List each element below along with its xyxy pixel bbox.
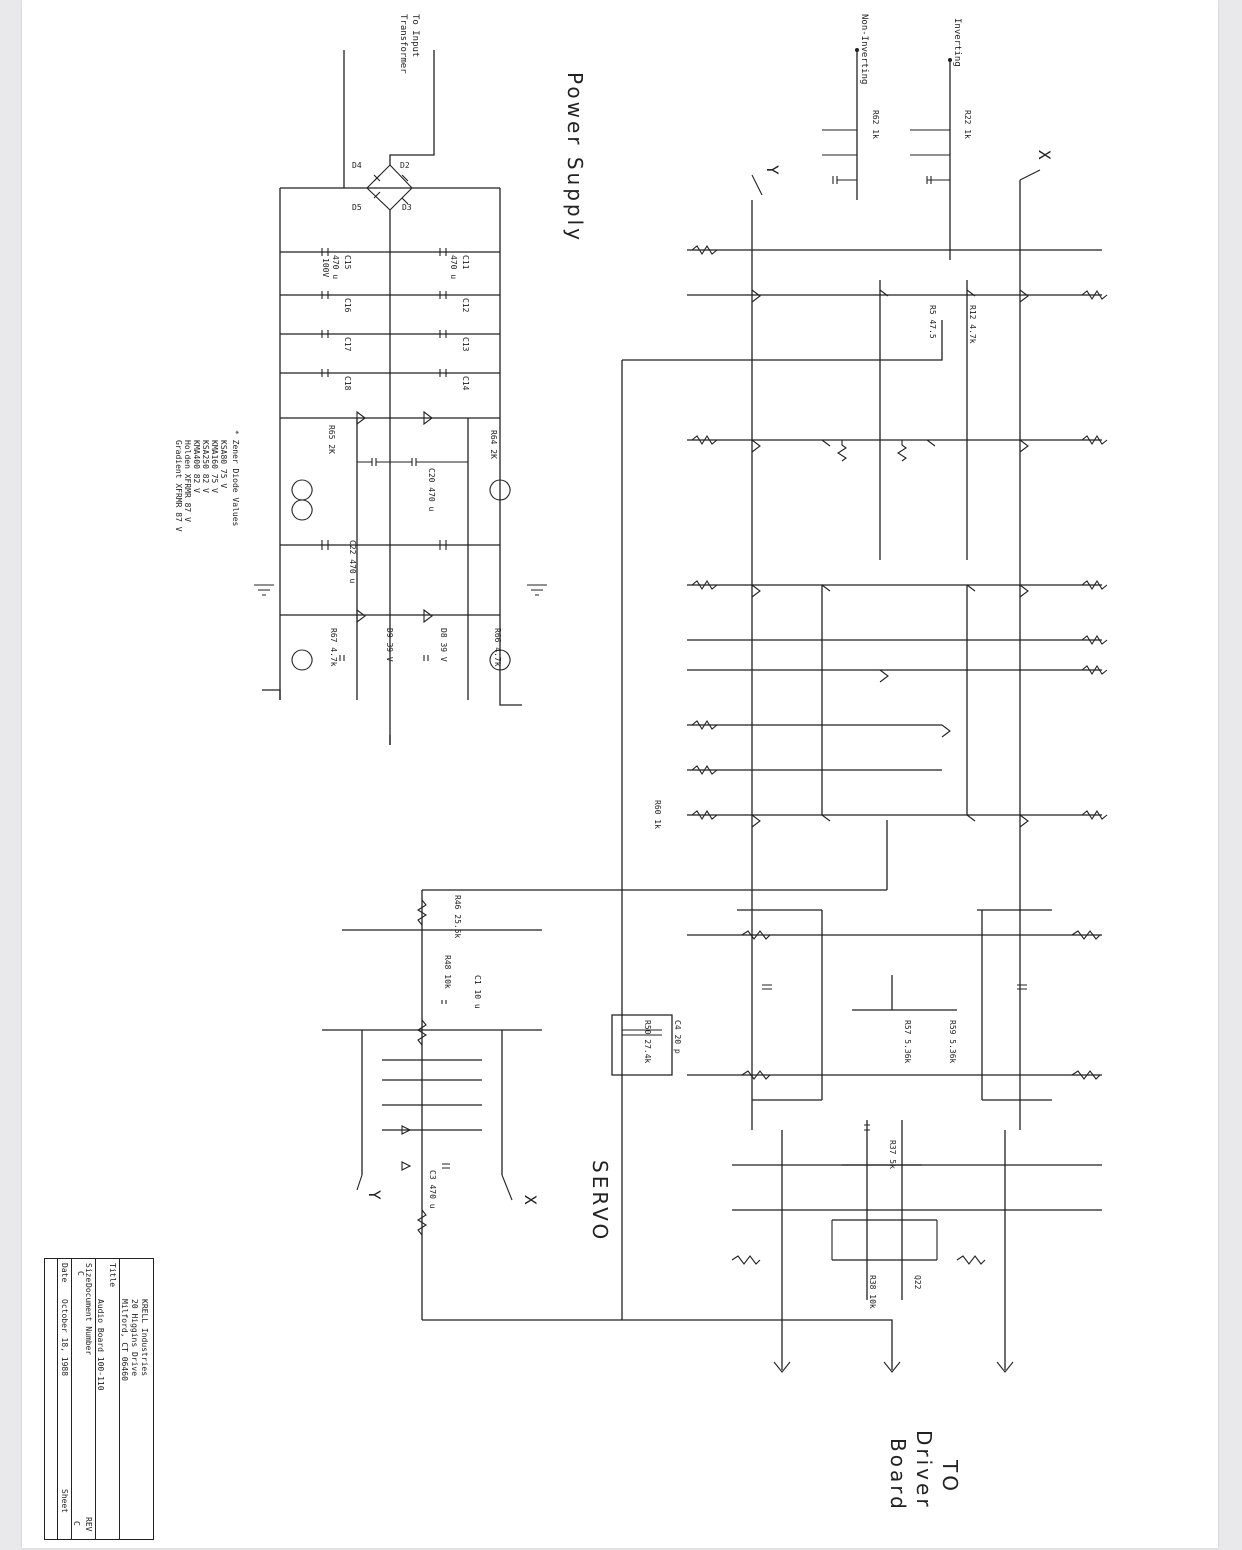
- company-name: KRELL Industries: [140, 1299, 149, 1377]
- driver-section: [422, 909, 1102, 1373]
- date-value: October 18, 1988: [60, 1299, 69, 1377]
- input-label-r62: R62 1k: [871, 110, 880, 139]
- bridge-rectifier: D2 D3 D4 D5: [352, 161, 413, 212]
- document-number-label: Document Number: [84, 1283, 93, 1356]
- zener-row: KMA160 75 V: [210, 440, 219, 493]
- servo-label-r48: R48 10k: [443, 955, 452, 989]
- drive-label-c2: R37 5k: [888, 1140, 897, 1169]
- servo-node-y-label: Y: [365, 1190, 384, 1200]
- cap-label-c11: C11: [461, 255, 470, 270]
- cap-voltage: 100V: [321, 258, 330, 278]
- zener-row: KMA400 82 V: [192, 440, 201, 493]
- power-supply-label: Power Supply: [563, 72, 587, 243]
- input-label-r4: R12 4.7k: [968, 305, 977, 344]
- transformer-input-label: To Input: [410, 14, 420, 58]
- board-label: Board: [886, 1438, 910, 1512]
- servo-node-x-label: X: [521, 1195, 540, 1205]
- bridge-label-d4: D4: [352, 161, 362, 170]
- amplifier-section: [422, 48, 1108, 1320]
- label-r60: R60 1k: [653, 800, 662, 829]
- cap-label-c15: C15: [343, 255, 352, 270]
- reg-label-c22: C22 470 u: [348, 540, 357, 584]
- title-block: KRELL Industries 20 Higgins Drive Milfor…: [44, 1258, 154, 1540]
- rev-label: REV: [84, 1517, 93, 1532]
- reg-label-r66: R66 4.7k: [493, 628, 502, 667]
- bridge-label-d5: D5: [352, 203, 362, 212]
- non-inverting-input-label: Non-Inverting: [859, 14, 869, 85]
- cap-label-c16: C16: [343, 298, 352, 313]
- servo-label: SERVO: [588, 1160, 612, 1243]
- resistor-network: [691, 244, 1108, 821]
- bridge-label-d3: D3: [402, 203, 412, 212]
- title-label: Title: [108, 1263, 117, 1288]
- inverting-input-label: Inverting: [952, 18, 962, 67]
- drive-label-r57: R57 5.36k: [903, 1020, 912, 1064]
- size-value: C: [76, 1271, 85, 1276]
- input-label-r5: R5 47.5: [928, 305, 937, 339]
- regulator-section: [254, 410, 547, 745]
- power-supply-section: D2 D3 D4 D5: [254, 50, 547, 745]
- company-address-2: Milford, CT 06460: [120, 1299, 129, 1381]
- servo-label-c4: C4 20 p: [673, 1020, 682, 1054]
- input-label-r22: R22 1k: [963, 110, 972, 139]
- cap-label-c12: C12: [461, 298, 470, 313]
- cap-label-c13: C13: [461, 337, 470, 352]
- cap-label-c17: C17: [343, 337, 352, 352]
- drive-label-r59: R59 5.36k: [948, 1020, 957, 1064]
- reg-label-r64: R64 2K: [489, 430, 498, 459]
- servo-section: [322, 890, 673, 1320]
- transformer-input-label-2: Transformer: [398, 14, 408, 74]
- schematic-sheet: D2 D3 D4 D5: [22, 0, 1218, 1548]
- transistor-array: [751, 289, 1029, 828]
- reg-label-r65: R65 2K: [327, 425, 336, 454]
- driver-label: Driver: [912, 1430, 936, 1510]
- zener-row: Gradient XFRMR 87 V: [174, 440, 183, 532]
- cap-label-c14: C14: [461, 376, 470, 391]
- servo-label-r46: R46 25.5k: [453, 895, 462, 939]
- servo-label-c3: C3 470 u: [428, 1170, 437, 1209]
- drive-label-r35: Q22: [913, 1275, 922, 1290]
- bridge-label-d2: D2: [400, 161, 410, 170]
- filter-cap-bank: [280, 248, 500, 419]
- reg-label-c20: C20 470 u: [427, 468, 436, 512]
- node-x-label: X: [1035, 150, 1054, 160]
- cap-label-c18: C18: [343, 376, 352, 391]
- to-label: TO: [938, 1460, 962, 1494]
- drawing-title: Audio Board 100-110: [96, 1299, 105, 1391]
- schematic-drawing: D2 D3 D4 D5: [254, 48, 1108, 1373]
- reg-label-r67: R67 4.7k: [329, 628, 338, 667]
- date-label: Date: [60, 1263, 69, 1283]
- reg-label-d8: D8 39 V: [439, 628, 448, 662]
- node-y-label: Y: [763, 165, 782, 175]
- company-address-1: 20 Higgins Drive: [130, 1299, 139, 1377]
- servo-label-r50: R50 27.4k: [643, 1020, 652, 1064]
- zener-row: Holden XFRMR 87 V: [183, 440, 192, 522]
- zener-row: KSA80 75 V: [219, 440, 228, 489]
- cap-value: 470 u: [449, 255, 458, 280]
- sheet-label: Sheet: [60, 1489, 69, 1514]
- servo-label-c1: C1 10 u: [473, 975, 482, 1009]
- zener-note-title: * Zener Diode Values: [231, 430, 240, 527]
- rev-value: C: [72, 1521, 81, 1526]
- zener-row: KSA250 82 V: [201, 440, 210, 493]
- reg-label-d9: D9 39 V: [385, 628, 394, 662]
- drive-label-r36: R38 10k: [868, 1275, 877, 1309]
- cap-value: 470 u: [331, 255, 340, 280]
- size-label: Size: [84, 1263, 93, 1283]
